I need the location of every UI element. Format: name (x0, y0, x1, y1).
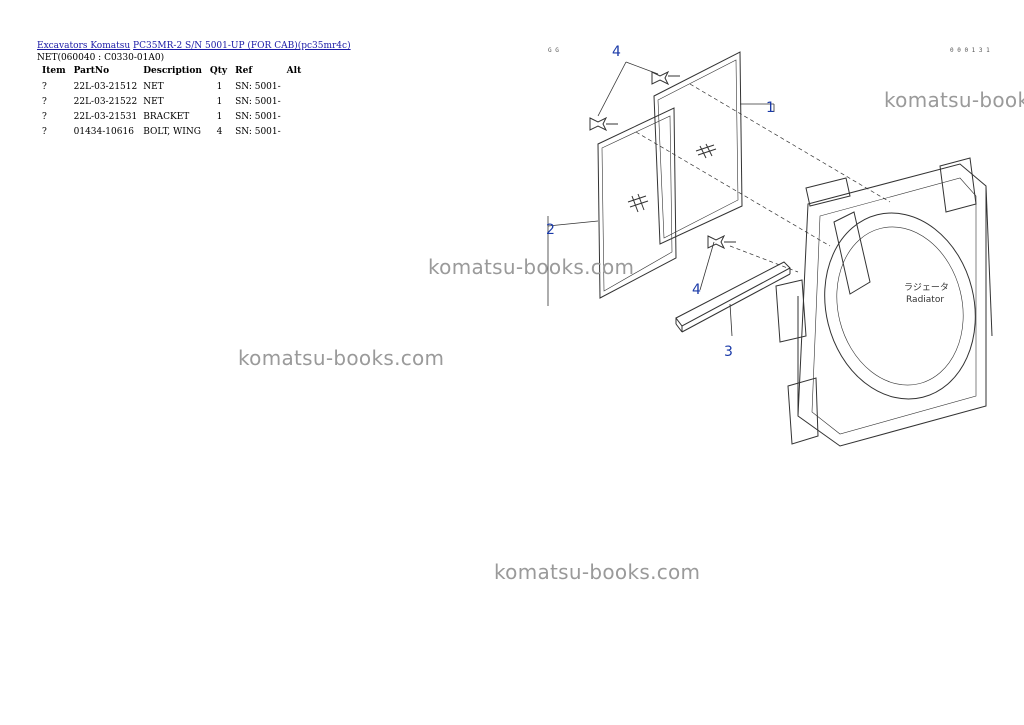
cell-alt (283, 80, 306, 95)
table-header-row: Item PartNo Description Qty Ref Alt (38, 66, 305, 80)
col-header-alt: Alt (286, 66, 302, 76)
diagram-code-left: G G (548, 47, 559, 54)
assembly-lines (635, 83, 891, 273)
table-row: ? 01434-10616 BOLT, WING 4 SN: 5001- (38, 125, 305, 140)
cell-description: NET (143, 82, 164, 92)
callout-4-top: 4 (612, 44, 621, 60)
cell-partno: 01434-10616 (73, 127, 134, 137)
cell-item: ? (42, 112, 47, 122)
callout-1: 1 (766, 100, 775, 116)
watermark: komatsu-books.com (428, 255, 635, 279)
table-row: ? 22L-03-21522 NET 1 SN: 5001- (38, 95, 305, 110)
radiator-illustration (775, 157, 993, 447)
cell-item: ? (42, 127, 47, 137)
cell-ref: SN: 5001- (235, 112, 281, 122)
cell-alt (283, 125, 306, 140)
cell-qty: 1 (216, 82, 223, 92)
bracket-illustration (675, 261, 791, 333)
col-header-description: Description (143, 66, 202, 76)
watermark: komatsu-books.com (238, 346, 445, 370)
cell-ref: SN: 5001- (235, 127, 281, 137)
callout-2: 2 (546, 222, 555, 238)
cell-item: ? (42, 82, 47, 92)
cell-qty: 1 (216, 97, 223, 107)
page-subtitle: NET(060040 : C0330-01A0) (37, 53, 165, 63)
wing-bolt-illustration (589, 70, 736, 250)
cell-partno: 22L-03-21522 (73, 97, 138, 107)
radiator-label-en: Radiator (906, 295, 944, 305)
cell-qty: 1 (216, 112, 223, 122)
col-header-item: Item (42, 66, 66, 76)
cell-alt (283, 110, 306, 125)
callout-3: 3 (724, 344, 733, 360)
breadcrumb-category-link[interactable]: Excavators Komatsu (37, 41, 131, 51)
net-2-illustration (597, 107, 677, 299)
parts-table: Item PartNo Description Qty Ref Alt ? 22… (38, 66, 305, 140)
net-1-illustration (653, 51, 743, 245)
table-row: ? 22L-03-21512 NET 1 SN: 5001- (38, 80, 305, 95)
cell-partno: 22L-03-21512 (73, 82, 138, 92)
cell-ref: SN: 5001- (235, 97, 281, 107)
col-header-partno: PartNo (73, 66, 110, 76)
breadcrumb-model-link[interactable]: PC35MR-2 S/N 5001-UP (FOR CAB)(pc35mr4c) (133, 41, 351, 51)
radiator-label-jp: ラジェータ (904, 282, 949, 293)
breadcrumb: Excavators Komatsu PC35MR-2 S/N 5001-UP … (37, 40, 351, 52)
callout-leaders (547, 61, 775, 337)
col-header-ref: Ref (235, 66, 253, 76)
cell-alt (283, 95, 306, 110)
watermark: komatsu-books.com (884, 88, 1024, 112)
cell-description: BRACKET (143, 112, 190, 122)
cell-description: BOLT, WING (143, 127, 201, 137)
callout-4-bottom: 4 (692, 282, 701, 298)
parts-diagram: G G 0 0 0 1 3 1 4 1 2 3 4 ラジェータ Radiator (546, 44, 993, 447)
diagram-code-right: 0 0 0 1 3 1 (950, 47, 990, 54)
col-header-qty: Qty (209, 66, 228, 76)
cell-description: NET (143, 97, 164, 107)
table-row: ? 22L-03-21531 BRACKET 1 SN: 5001- (38, 110, 305, 125)
watermark: komatsu-books.com (494, 560, 701, 584)
cell-qty: 4 (216, 127, 223, 137)
page-header: Excavators Komatsu PC35MR-2 S/N 5001-UP … (37, 40, 351, 64)
cell-partno: 22L-03-21531 (73, 112, 138, 122)
cell-item: ? (42, 97, 47, 107)
cell-ref: SN: 5001- (235, 82, 281, 92)
